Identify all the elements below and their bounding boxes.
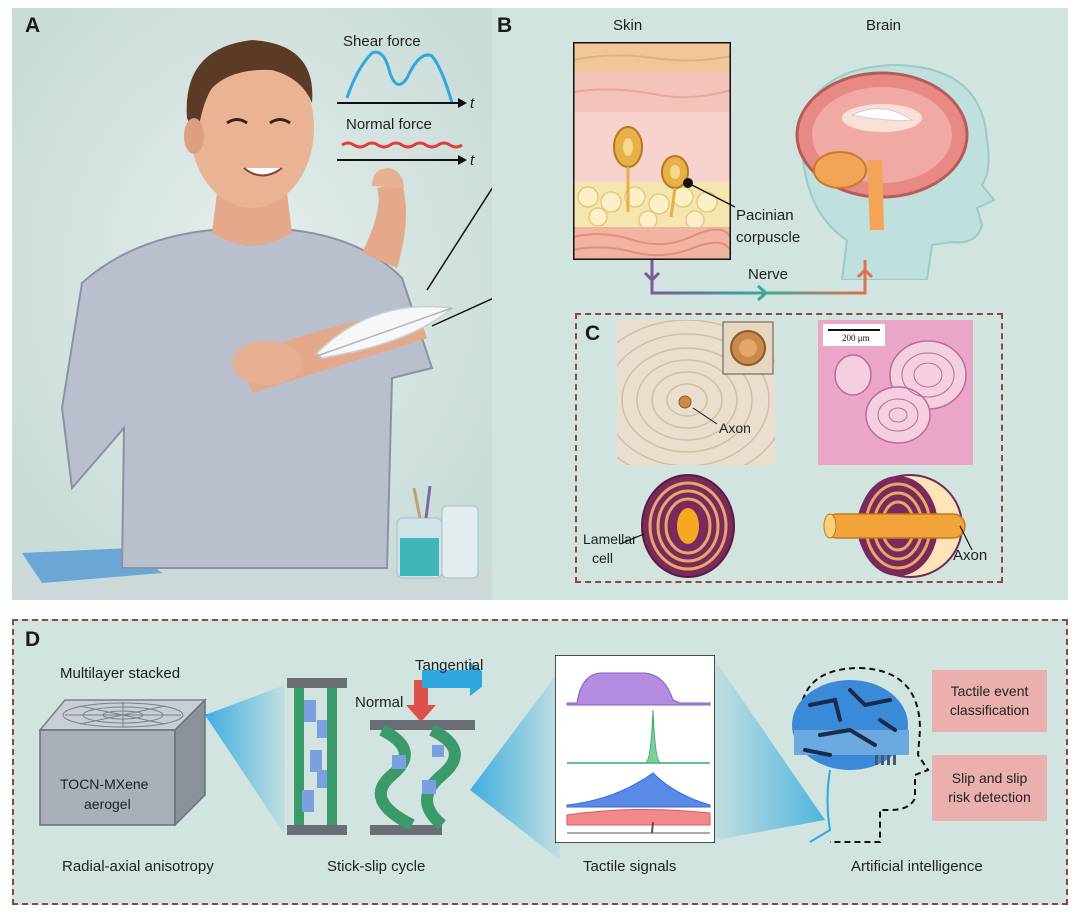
person-with-feather-illustration bbox=[12, 8, 492, 600]
ai-task-classification: Tactile event classification bbox=[932, 670, 1047, 732]
ai-task-slip-detection: Slip and slip risk detection bbox=[932, 755, 1047, 821]
cerebellum bbox=[814, 152, 866, 188]
ai-task-slip-detection-line1: Slip and slip bbox=[952, 769, 1028, 788]
nerve-label: Nerve bbox=[748, 266, 788, 283]
caption-tactile-signals: Tactile signals bbox=[583, 858, 676, 875]
bottom-plate-1 bbox=[287, 825, 347, 835]
skin-label: Skin bbox=[613, 17, 642, 34]
ai-head-illustration bbox=[780, 660, 930, 845]
lamellar-label-line2: cell bbox=[592, 549, 613, 567]
time-axis-label-1: t bbox=[470, 95, 474, 112]
stick-slip-illustration bbox=[282, 660, 482, 840]
panel-letter-c: C bbox=[585, 322, 600, 346]
zoom-beam-2 bbox=[470, 670, 560, 860]
pacinian-pointer bbox=[680, 175, 740, 215]
aerogel-label-line2: aerogel bbox=[84, 796, 131, 812]
lamellar-cell-schematic bbox=[638, 472, 738, 580]
caption-stick-slip: Stick-slip cycle bbox=[327, 858, 425, 875]
ai-task-slip-detection-line2: risk detection bbox=[948, 788, 1030, 807]
lamellar-pointer bbox=[618, 530, 648, 550]
zoom-beam-1 bbox=[205, 660, 285, 860]
top-plate-1 bbox=[287, 678, 347, 688]
panel-letter-b: B bbox=[497, 14, 512, 38]
jar-2 bbox=[442, 506, 478, 578]
multilayer-label: Multilayer stacked bbox=[60, 665, 180, 682]
normal-force-arrow bbox=[406, 705, 436, 722]
brain-label: Brain bbox=[866, 17, 901, 34]
axon-label-micrograph: Axon bbox=[719, 420, 751, 436]
shear-force-label: Shear force bbox=[343, 33, 421, 50]
tactile-signals-plot bbox=[555, 655, 715, 843]
ai-task-classification-line2: classification bbox=[950, 701, 1029, 720]
panel-letter-a: A bbox=[25, 14, 40, 38]
time-axis-label-2: t bbox=[470, 152, 474, 169]
scale-bar-label: 200 μm bbox=[842, 333, 870, 343]
panel-letter-d: D bbox=[25, 628, 40, 652]
normal-label: Normal bbox=[355, 694, 403, 711]
pacinian-micrograph bbox=[617, 320, 775, 465]
caption-radial-axial: Radial-axial anisotropy bbox=[62, 858, 214, 875]
caption-artificial-intelligence: Artificial intelligence bbox=[851, 858, 983, 875]
skin-cross-section bbox=[573, 42, 731, 260]
head-and-brain-illustration bbox=[772, 40, 1012, 280]
aerogel-label-line1: TOCN-MXene bbox=[60, 776, 148, 792]
signal-trace-grey bbox=[652, 822, 653, 833]
normal-force-label: Normal force bbox=[346, 116, 432, 133]
ai-task-classification-line1: Tactile event bbox=[951, 682, 1029, 701]
axon-label-schematic: Axon bbox=[953, 547, 987, 564]
